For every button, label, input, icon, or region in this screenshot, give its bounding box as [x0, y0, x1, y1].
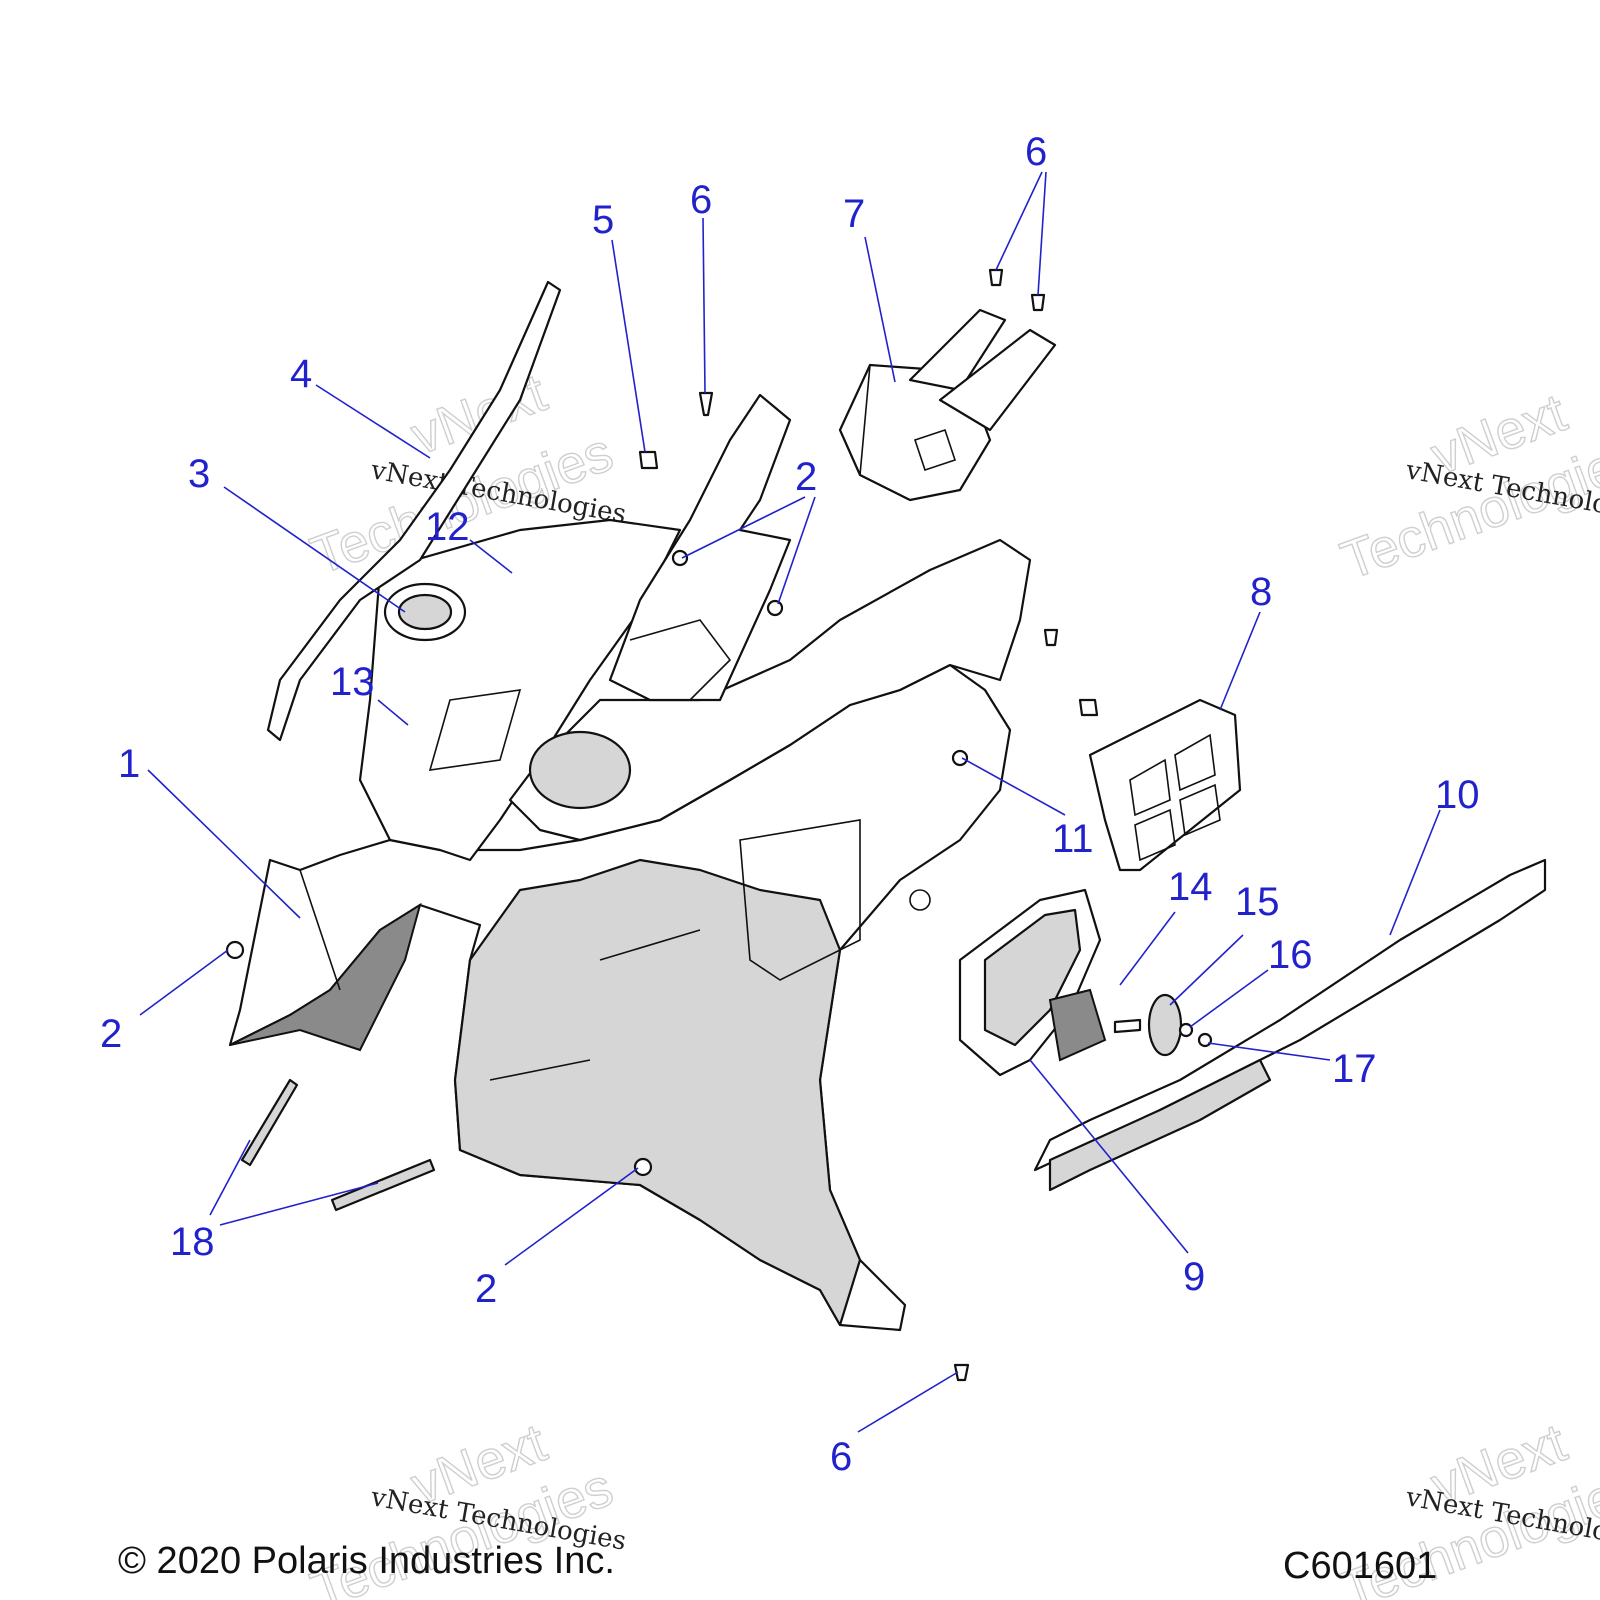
- part-upper-console: [358, 518, 1032, 862]
- callout-6: 6: [690, 178, 712, 222]
- leader-14: [1119, 911, 1176, 986]
- callout-2: 2: [475, 1267, 497, 1311]
- callout-6: 6: [830, 1435, 852, 1479]
- callout-6: 6: [1025, 130, 1047, 174]
- callout-5: 5: [592, 198, 614, 242]
- callout-16: 16: [1268, 933, 1313, 977]
- leader-lines: [139, 171, 1441, 1433]
- callout-11: 11: [1052, 817, 1094, 861]
- leader-17: [1207, 1042, 1331, 1061]
- leader-16: [1189, 969, 1269, 1028]
- callout-13: 13: [330, 660, 375, 704]
- leader-10: [1389, 809, 1441, 936]
- callout-1: 1: [118, 742, 140, 786]
- callout-8: 8: [1250, 570, 1272, 614]
- leader-2c: [681, 496, 806, 559]
- leader-6a: [702, 217, 706, 394]
- leader-18b: [219, 1182, 379, 1226]
- leader-13: [377, 699, 409, 726]
- leader-6c: [1037, 171, 1047, 296]
- leader-5: [611, 239, 646, 453]
- leader-2b: [504, 1167, 639, 1266]
- callout-17: 17: [1332, 1047, 1377, 1091]
- leader-9: [1029, 1059, 1189, 1254]
- part-instrument-housing: [838, 308, 1057, 502]
- part-trim-strip: [266, 280, 562, 742]
- leader-8: [1219, 611, 1261, 711]
- callout-18: 18: [170, 1220, 215, 1264]
- callout-12: 12: [425, 505, 470, 549]
- part-vent-grille: [1088, 698, 1242, 872]
- callout-15: 15: [1235, 880, 1280, 924]
- leader-15: [1169, 934, 1244, 1006]
- leader-12: [469, 539, 513, 574]
- callout-2: 2: [795, 455, 817, 499]
- callout-7: 7: [843, 192, 865, 236]
- leader-2d: [777, 496, 816, 605]
- leader-6d: [857, 1371, 959, 1433]
- part-column-shroud: [608, 393, 792, 702]
- leader-7: [864, 236, 896, 383]
- copyright-text: © 2020 Polaris Industries Inc.: [118, 1540, 615, 1582]
- callout-3: 3: [188, 452, 210, 496]
- leader-1: [147, 769, 301, 919]
- leader-2a: [139, 949, 229, 1016]
- callout-10: 10: [1435, 773, 1480, 817]
- leader-18a: [209, 1139, 251, 1216]
- callout-2: 2: [100, 1012, 122, 1056]
- part-glove-box: [958, 888, 1107, 1077]
- callout-14: 14: [1168, 865, 1213, 909]
- callout-9: 9: [1183, 1255, 1205, 1299]
- leader-6b: [995, 171, 1043, 271]
- part-side-panel: [1033, 858, 1547, 1192]
- diagram-id: C601601: [1283, 1545, 1437, 1587]
- callout-4: 4: [290, 352, 312, 396]
- leader-3: [223, 486, 406, 613]
- callout-labels: 1 2 2 2 2 3 4 5 6 6 6 7 8 9 10 11 12 13 …: [100, 130, 1480, 1479]
- part-hardware: [225, 268, 1213, 1382]
- watermark-top-right: vNext Technologies vNext Technologies: [1333, 382, 1600, 592]
- leader-11: [961, 757, 1066, 816]
- part-rods: [240, 1078, 436, 1212]
- leader-4: [315, 384, 431, 459]
